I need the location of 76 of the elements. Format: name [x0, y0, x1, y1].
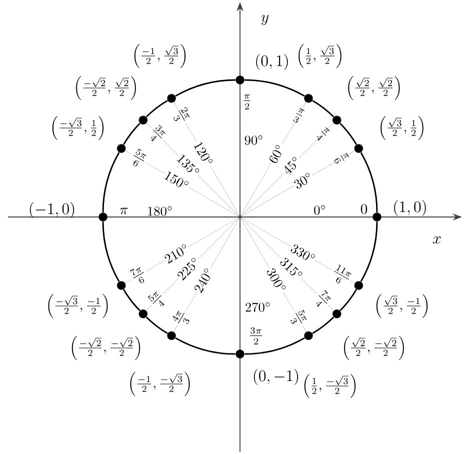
coordinate-label: $(-1,0)$: [30, 202, 74, 218]
coordinate-label: $\left(\frac{-\sqrt{3}}{2},\frac{-1}{2}\right)$: [48, 294, 108, 318]
radian-label: $\frac{3\pi}{2}$: [250, 327, 262, 344]
circle-arc: [146, 316, 168, 334]
radian-label: $\frac{7\pi}{6}$: [127, 264, 150, 288]
degree-label: $90^{\circ}$: [244, 135, 262, 145]
coordinate-label: $\left(\frac{-1}{2},\frac{\sqrt{3}}{2}\right)$: [134, 44, 186, 68]
circle-arc: [102, 222, 120, 282]
coordinate-label: $\left(\frac{\sqrt{2}}{2},\frac{-\sqrt{2}}{2}\right)$: [344, 336, 404, 360]
point: [117, 144, 126, 153]
radius-line: [241, 150, 355, 216]
circle-arc: [340, 289, 357, 312]
radian-label: $\frac{\pi}{2}$: [244, 94, 250, 110]
radian-label: $\frac{3\pi}{4}$: [145, 122, 170, 146]
radian-label: $\frac{5\pi}{3}$: [286, 306, 310, 330]
radian-label: $\frac{5\pi}{6}$: [127, 146, 150, 170]
circle-arc: [244, 79, 305, 97]
axis-label: $y$: [261, 14, 269, 26]
circle-arc: [123, 289, 140, 312]
point: [138, 116, 148, 124]
point: [98, 212, 108, 222]
coordinate-label: $(1,0)$: [394, 200, 426, 216]
radian-label: $\frac{2\pi}{3}$: [170, 104, 194, 128]
radian-label: $\frac{\pi}{4}$: [313, 124, 332, 144]
coordinate-label: $\left(\frac{1}{2},\frac{-\sqrt{3}}{2}\right)$: [304, 374, 356, 398]
point: [117, 281, 126, 290]
coordinate-label: $\left(\frac{\sqrt{3}}{2},\frac{1}{2}\right)$: [380, 116, 424, 140]
point: [354, 281, 363, 290]
degree-label: $0^{\circ}$: [314, 205, 325, 215]
circle-arc: [175, 79, 236, 97]
axis-label: $x$: [433, 236, 441, 244]
circle-arc: [312, 316, 334, 334]
point: [138, 310, 148, 318]
radian-label: $0$: [360, 204, 368, 214]
coordinate-label: $\left(\frac{-\sqrt{3}}{2},\frac{1}{2}\right)$: [52, 116, 104, 140]
point: [167, 94, 176, 103]
radian-label: $\frac{4\pi}{3}$: [170, 306, 194, 330]
coordinate-label: $(0,-1)$: [254, 369, 298, 386]
coordinate-label: $\left(\frac{\sqrt{2}}{2},\frac{\sqrt{2}}{2}\right)$: [348, 76, 400, 100]
point: [354, 144, 363, 153]
radius-line: [240, 102, 307, 216]
radian-label: $\frac{7\pi}{4}$: [310, 288, 335, 312]
circle-arc: [340, 122, 357, 145]
coordinate-label: $\left(\frac{-\sqrt{2}}{2},\frac{\sqrt{2}}{2}\right)$: [76, 76, 136, 100]
point: [332, 116, 342, 124]
circle-arc: [244, 337, 305, 355]
radian-label: $\frac{\pi}{3}$: [290, 106, 308, 126]
radian-label: $\pi$: [120, 208, 128, 214]
circle-arc: [360, 222, 378, 282]
point: [236, 76, 244, 84]
circle-arc: [123, 122, 140, 145]
center-point: [238, 215, 242, 219]
point: [236, 350, 244, 358]
radian-label: $\frac{\pi}{6}$: [332, 150, 352, 168]
point: [372, 212, 382, 222]
point: [332, 310, 342, 318]
circle-arc: [312, 100, 334, 118]
degree-label: $270^{\circ}$: [246, 302, 270, 312]
coordinate-label: $\left(\frac{1}{2},\frac{\sqrt{3}}{2}\right)$: [298, 44, 342, 68]
circle-arc: [146, 100, 168, 118]
circle-arc: [175, 337, 236, 355]
radian-label: $\frac{5\pi}{4}$: [145, 288, 170, 312]
degree-label: $180^{\circ}$: [148, 206, 172, 216]
point: [167, 331, 176, 340]
circle-arc: [102, 152, 120, 212]
circle-arc: [360, 152, 378, 212]
radian-label: $\frac{11\pi}{6}$: [327, 262, 356, 289]
degree-label: $30^{\circ}$: [292, 170, 315, 190]
coordinate-label: $(0,1)$: [256, 54, 288, 70]
radius-line: [241, 123, 334, 216]
degree-label: $45^{\circ}$: [280, 154, 303, 176]
coordinate-label: $\left(\frac{\sqrt{3}}{2},\frac{-1}{2}\right)$: [376, 294, 428, 318]
point: [304, 94, 313, 103]
point: [304, 331, 313, 340]
coordinate-label: $\left(\frac{-1}{2},\frac{-\sqrt{3}}{2}\right)$: [130, 372, 190, 396]
coordinate-label: $\left(\frac{-\sqrt{2}}{2},\frac{-\sqrt{2}}{2}\right)$: [72, 336, 140, 360]
